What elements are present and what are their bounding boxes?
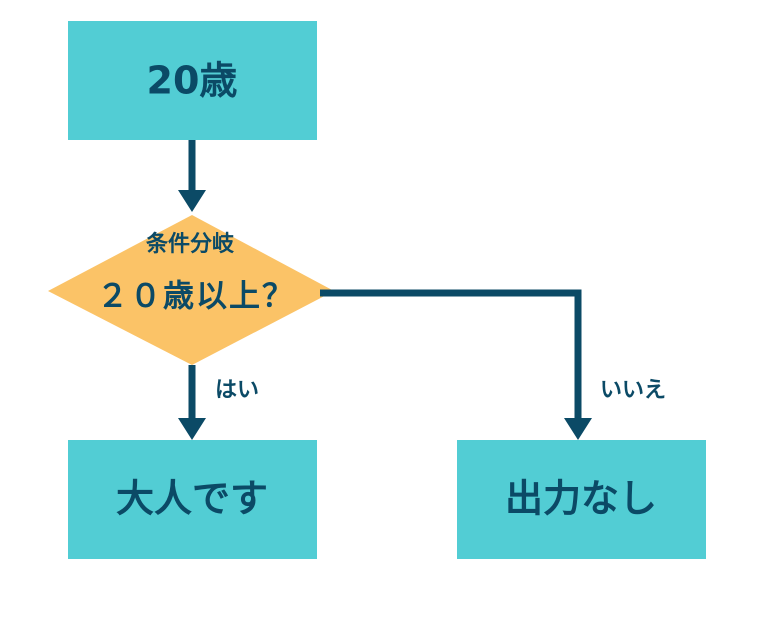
- decision-question: ２０歳以上？: [97, 279, 295, 315]
- start-label: 20歳: [147, 59, 238, 103]
- decision-diamond: 条件分岐 ２０歳以上？: [48, 215, 334, 365]
- arrow-yes: [178, 365, 206, 440]
- yes-result-label: 大人です: [116, 477, 268, 521]
- arrow-start-to-decision: [178, 140, 206, 212]
- arrow-no: [320, 289, 592, 440]
- decision-title: 条件分岐: [145, 231, 235, 257]
- no-result-box: 出力なし: [457, 440, 706, 559]
- yes-result-box: 大人です: [68, 440, 317, 559]
- start-box: 20歳: [68, 21, 317, 140]
- no-result-label: 出力なし: [505, 477, 657, 521]
- yes-label: はい: [215, 378, 259, 403]
- no-label: いいえ: [600, 378, 666, 403]
